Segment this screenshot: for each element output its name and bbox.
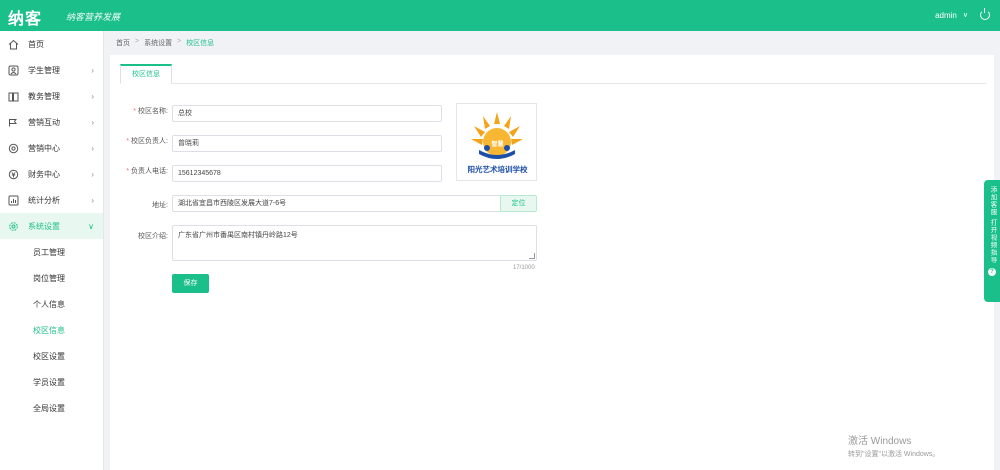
locate-button[interactable]: 定位 <box>500 195 537 212</box>
sidebar-item-statistics[interactable]: 统计分析 › <box>0 187 103 213</box>
tab-campus-info[interactable]: 校区信息 <box>120 64 172 84</box>
sidebar-item-marketing[interactable]: 营销互动 › <box>0 109 103 135</box>
target-icon <box>8 143 19 154</box>
sidebar-item-label: 学生管理 <box>28 65 60 75</box>
arrow-right-icon: › <box>91 195 94 205</box>
form-row-phone: *负责人电话: <box>110 166 170 176</box>
required-mark: * <box>133 108 137 115</box>
sun-logo-icon <box>471 112 523 159</box>
chart-icon <box>8 195 19 206</box>
campus-logo-image[interactable]: 智慧 阳光艺术培训学校 <box>456 103 537 181</box>
windows-activation-watermark: 激活 Windows 转到"设置"以激活 Windows。 <box>848 432 939 459</box>
sidebar-subitem-campus-info[interactable]: 校区信息 <box>33 325 65 335</box>
sidebar-item-academic[interactable]: 教务管理 › <box>0 83 103 109</box>
breadcrumb-separator: > <box>177 38 182 45</box>
arrow-right-icon: › <box>91 65 94 75</box>
finance-icon <box>8 169 19 180</box>
chevron-down-icon[interactable]: ∨ <box>962 12 968 19</box>
owner-input[interactable]: 曾晓莉 <box>172 135 442 152</box>
sidebar-item-label: 营销互动 <box>28 117 60 127</box>
phone-label: *负责人电话: <box>126 168 168 175</box>
sidebar-subitem-student-settings[interactable]: 学员设置 <box>33 377 65 387</box>
breadcrumb-parent[interactable]: 系统设置 <box>144 40 173 47</box>
app-slogan: 纳客营养发展 <box>66 13 121 23</box>
app-logo[interactable]: 纳客 <box>8 11 43 28</box>
user-area: admin ∨ <box>935 8 990 20</box>
owner-label: *校区负责人: <box>126 138 168 145</box>
user-name[interactable]: admin <box>935 10 957 20</box>
form-row-campus-name: *校区名称: <box>110 106 170 116</box>
address-input[interactable]: 湖北省宜昌市西陵区发展大道7-6号 <box>172 195 501 212</box>
sidebar-subitem-campus-settings[interactable]: 校区设置 <box>33 351 65 361</box>
required-mark: * <box>126 138 130 145</box>
gear-icon <box>8 221 19 232</box>
breadcrumb-separator: > <box>135 38 140 45</box>
home-icon <box>8 39 19 50</box>
sidebar-item-label: 财务中心 <box>28 169 60 179</box>
sidebar-item-label: 统计分析 <box>28 195 60 205</box>
arrow-right-icon: › <box>91 91 94 101</box>
campus-name-label: *校区名称: <box>133 108 168 115</box>
sidebar-item-students[interactable]: 学生管理 › <box>0 57 103 83</box>
sidebar-subitem-profile[interactable]: 个人信息 <box>33 299 65 309</box>
breadcrumb: 首页 > 系统设置 > 校区信息 <box>116 38 214 48</box>
form-row-address: 地址: <box>110 200 170 210</box>
student-icon <box>8 65 19 76</box>
watermark-line2: 转到"设置"以激活 Windows。 <box>848 451 940 458</box>
breadcrumb-home[interactable]: 首页 <box>116 40 130 47</box>
form-row-owner: *校区负责人: <box>110 136 170 146</box>
phone-input[interactable]: 15612345678 <box>172 165 442 182</box>
intro-label: 校区介绍: <box>138 233 168 240</box>
watermark-line1: 激活 Windows <box>848 436 912 447</box>
sidebar-item-finance[interactable]: 财务中心 › <box>0 161 103 187</box>
sidebar-item-label: 教务管理 <box>28 91 60 101</box>
arrow-right-icon: › <box>91 169 94 179</box>
top-header: 纳客 纳客营养发展 admin ∨ <box>0 0 1000 31</box>
sidebar-item-system-settings[interactable]: 系统设置 ∨ <box>0 213 103 239</box>
arrow-right-icon: › <box>91 143 94 153</box>
save-button[interactable]: 保存 <box>172 274 209 293</box>
customer-service-text: 添加客服 打开视频指导 <box>989 186 996 264</box>
form-row-intro: 校区介绍: <box>110 231 170 241</box>
tab-divider <box>120 83 986 84</box>
char-counter: 17/1000 <box>513 265 535 271</box>
sidebar-item-marketing-center[interactable]: 营销中心 › <box>0 135 103 161</box>
sidebar-item-home[interactable]: 首页 <box>0 31 103 57</box>
chevron-down-icon: ∨ <box>88 221 94 231</box>
help-icon: ? <box>988 267 996 276</box>
customer-service-tab[interactable]: 添加客服 打开视频指导 ? <box>984 180 1000 302</box>
intro-text: 广东省广州市番禺区南村镇丹岭路12号 <box>178 232 298 239</box>
required-mark: * <box>126 168 130 175</box>
sidebar-subitem-positions[interactable]: 岗位管理 <box>33 273 65 283</box>
marketing-icon <box>8 117 19 128</box>
power-icon[interactable] <box>980 8 990 20</box>
campus-name-input[interactable]: 总校 <box>172 105 442 122</box>
sidebar-subitem-global-settings[interactable]: 全局设置 <box>33 403 65 413</box>
sidebar-item-label: 营销中心 <box>28 143 60 153</box>
resize-handle-icon[interactable] <box>529 253 535 259</box>
arrow-right-icon: › <box>91 117 94 127</box>
sidebar-item-label: 首页 <box>28 39 44 49</box>
logo-badge-text: 智慧 <box>491 142 504 148</box>
content-card: 校区信息 *校区名称: 总校 *校区负责人: 曾晓莉 *负责人电话: 15612… <box>110 55 994 470</box>
address-label: 地址: <box>152 202 168 209</box>
sidebar: 首页 学生管理 › 教务管理 › 营销互动 › 营销中心 › 财务中心 › <box>0 31 104 470</box>
breadcrumb-current: 校区信息 <box>186 40 215 47</box>
logo-caption: 阳光艺术培训学校 <box>467 165 528 174</box>
sidebar-subitem-staff[interactable]: 员工管理 <box>33 247 65 257</box>
sidebar-item-label: 系统设置 <box>28 221 60 231</box>
intro-textarea[interactable]: 广东省广州市番禺区南村镇丹岭路12号 <box>172 225 537 261</box>
book-icon <box>8 91 19 102</box>
